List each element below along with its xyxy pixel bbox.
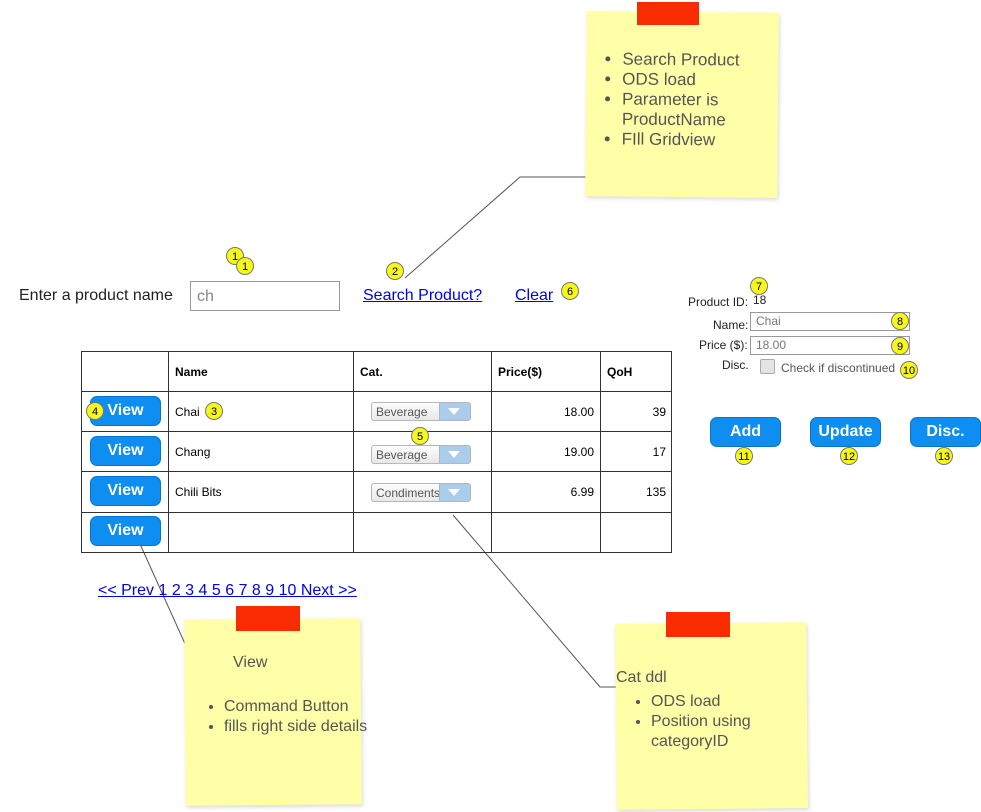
cell-price: 6.99 <box>491 471 601 513</box>
view-button[interactable]: View <box>90 516 161 546</box>
product-id-label: Product ID: <box>688 295 749 309</box>
note-item: FIll Gridview <box>622 129 778 150</box>
column-header <box>81 351 169 392</box>
cell-name: Chang <box>168 431 354 472</box>
name-label: Name: <box>713 318 749 332</box>
cell-category <box>353 512 492 553</box>
note-item: ODS load <box>651 692 801 712</box>
table-row: Chai Beverage 18.00 39 <box>81 391 672 432</box>
table-header-row: Name Cat. Price($) QoH <box>81 351 672 392</box>
cell-qoh: 17 <box>600 431 672 472</box>
add-button[interactable]: Add <box>710 417 781 447</box>
cell-qoh: 39 <box>600 391 672 432</box>
price-label: Price ($): <box>699 338 748 352</box>
note-item: Search Product <box>622 49 778 70</box>
tape <box>236 606 300 631</box>
cell-name <box>168 512 354 553</box>
cell-qoh: 135 <box>600 471 672 513</box>
note-list-cat: ODS load Position using categoryID <box>616 692 801 752</box>
note-item: Parameter is ProductName <box>622 89 778 130</box>
products-grid: Name Cat. Price($) QoH Chai Beverage 18.… <box>81 351 672 553</box>
chevron-down-icon <box>439 403 470 420</box>
note-title-view: View <box>233 654 268 671</box>
marker: 10 <box>900 361 918 379</box>
note-list-view: Command Button fills right side details <box>187 697 367 737</box>
note-title-cat: Cat ddl <box>616 669 667 686</box>
marker: 5 <box>411 427 429 445</box>
product-id-value: 18 <box>753 293 767 307</box>
category-dropdown[interactable]: Beverage <box>371 402 471 421</box>
category-dropdown-value: Beverage <box>376 448 428 462</box>
discontinued-checkbox-label: Check if discontinued <box>781 361 896 375</box>
update-button[interactable]: Update <box>810 417 881 447</box>
tape <box>666 612 730 637</box>
marker: 4 <box>86 402 104 420</box>
note-item: fills right side details <box>224 717 367 737</box>
table-row: Chang Beverage 19.00 17 <box>81 431 672 472</box>
note-item: ODS load <box>622 69 778 90</box>
marker: 13 <box>935 447 953 465</box>
view-button[interactable]: View <box>90 476 161 506</box>
marker: 3 <box>205 402 223 420</box>
table-row <box>81 512 672 553</box>
cell-price: 19.00 <box>491 431 601 472</box>
disc-label: Disc. <box>722 358 749 372</box>
cell-category: Condiments <box>353 471 492 513</box>
pager-links[interactable]: << Prev 1 2 3 4 5 6 7 8 9 10 Next >> <box>98 582 357 599</box>
marker: 1 <box>236 257 254 275</box>
table-row: Chili Bits Condiments 6.99 135 <box>81 471 672 513</box>
note-item: Position using categoryID <box>651 712 801 752</box>
column-header: Price($) <box>491 351 601 392</box>
marker: 11 <box>735 447 753 465</box>
search-product-link[interactable]: Search Product? <box>363 287 483 304</box>
category-dropdown-value: Condiments <box>376 485 441 500</box>
cell-price <box>491 512 601 553</box>
marker: 8 <box>891 312 909 330</box>
marker: 2 <box>386 262 404 280</box>
marker: 7 <box>750 277 768 295</box>
clear-link[interactable]: Clear <box>515 287 554 304</box>
category-dropdown-value: Beverage <box>376 405 428 419</box>
product-name-input-value: ch <box>197 288 214 305</box>
marker: 6 <box>561 282 579 300</box>
price-field-value: 18.00 <box>756 338 787 352</box>
column-header: Name <box>168 351 354 392</box>
search-label: Enter a product name <box>19 287 173 304</box>
cell-price: 18.00 <box>491 391 601 432</box>
price-field[interactable]: 18.00 <box>750 336 910 355</box>
product-name-input[interactable]: ch <box>190 281 340 311</box>
category-dropdown[interactable]: Condiments <box>371 482 471 502</box>
sticky-note-search: Search Product ODS load Parameter is Pro… <box>585 11 779 198</box>
tape <box>637 2 699 25</box>
discontinued-checkbox[interactable] <box>760 359 775 374</box>
marker: 9 <box>891 337 909 355</box>
chevron-down-icon <box>439 446 470 463</box>
column-header: Cat. <box>353 351 492 392</box>
cell-qoh <box>600 512 672 553</box>
cell-name: Chai <box>168 391 354 432</box>
disc-button[interactable]: Disc. <box>910 417 981 447</box>
cell-name: Chili Bits <box>168 471 354 513</box>
category-dropdown[interactable]: Beverage <box>371 445 471 464</box>
note-item: Command Button <box>224 697 367 717</box>
name-field[interactable]: Chai <box>750 312 910 331</box>
cell-category: Beverage <box>353 391 492 432</box>
view-button[interactable]: View <box>90 436 161 466</box>
column-header: QoH <box>600 351 672 392</box>
name-field-value: Chai <box>756 314 781 328</box>
chevron-down-icon <box>439 483 470 501</box>
marker: 12 <box>840 447 858 465</box>
